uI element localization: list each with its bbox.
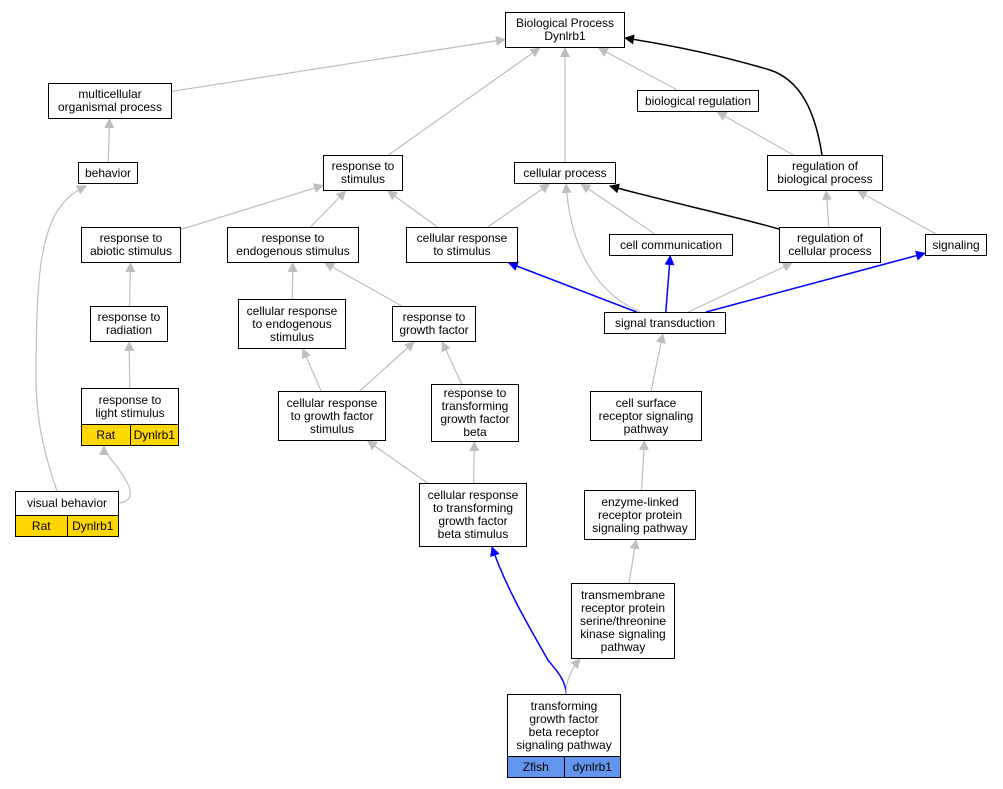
edge-reg_cell-to-reg_bio [821,190,832,228]
node-transmembrane[interactable]: transmembrane receptor protein serine/th… [571,583,675,659]
edge-tgf_pathway-to-cell_resp_tgf [490,546,567,695]
edge-bioreg-to-bp [597,47,678,91]
node-resp-endo[interactable]: response to endogenous stimulus [227,227,359,263]
edge-resp_stim-to-bp [388,47,541,156]
edge-cell_resp_tgf-to-resp_tgf [469,441,480,484]
edge-sig_trans-to-signaling [705,250,926,313]
edge-enzyme-to-cell_surface [638,440,649,491]
edge-cell_resp_gf-to-cell_resp_endo [301,348,322,392]
node-label: multicellular organismal process [57,87,163,114]
edge-reg_bio-to-bp [624,34,823,156]
node-label: transforming growth factor beta receptor… [516,698,612,752]
annotation-species: Zfish [508,757,564,777]
node-label: response to endogenous stimulus [236,231,350,258]
node-label: Biological Process Dynlrb1 [515,16,615,43]
node-cell-proc[interactable]: cellular process [514,162,616,184]
edge-reg_cell-to-cell_proc [609,183,780,230]
edge-resp_gf-to-resp_endo [324,262,403,307]
annotation-gene: Dynlrb1 [129,425,178,445]
edge-multicellular-to-bp [171,35,506,92]
node-bioreg[interactable]: biological regulation [637,90,759,112]
edge-resp_abiotic-to-resp_stim [180,183,324,231]
edge-cell_resp_stim-to-cell_proc [487,183,551,228]
node-behavior[interactable]: behavior [78,162,138,184]
node-label: regulation of biological process [777,159,873,186]
node-cell-resp-stim[interactable]: cellular response to stimulus [406,227,518,263]
edge-cell_resp_gf-to-resp_gf [359,341,415,392]
node-resp-abiotic[interactable]: response to abiotic stimulus [81,227,181,263]
node-label: signal transduction [614,315,716,330]
node-label: cellular response to stimulus [416,231,508,258]
node-label: response to growth factor [399,310,469,337]
node-label: response to radiation [97,310,161,337]
node-label: cellular response to endogenous stimulus [246,303,338,344]
node-resp-rad[interactable]: response to radiation [90,306,168,342]
node-label: signaling [932,237,980,252]
annotation-gene: Dynlrb1 [66,516,118,536]
annotation-species: Rat [82,425,130,445]
edge-sig_trans-to-cell_resp_stim [507,261,637,313]
node-enzyme[interactable]: enzyme-linked receptor protein signaling… [584,490,696,540]
node-label: behavior [84,165,132,180]
node-resp-stim[interactable]: response to stimulus [323,155,403,191]
node-label: cellular response to transforming growth… [427,488,519,541]
edge-signaling-to-reg_bio [856,190,937,235]
edge-visual-to-behavior [35,185,87,492]
node-resp-tgf[interactable]: response to transforming growth factor b… [431,384,519,442]
edge-resp_tgf-to-resp_gf [441,341,463,385]
node-label: cellular process [523,165,607,180]
annotation-species: Rat [16,516,67,536]
edge-cell_resp_stim-to-resp_stim [386,190,438,228]
node-label: enzyme-linked receptor protein signaling… [592,494,688,535]
annotation-gene: dynlrb1 [563,757,620,777]
node-cell-resp-endo[interactable]: cellular response to endogenous stimulus [238,299,346,349]
node-bp[interactable]: Biological Process Dynlrb1 [505,12,625,48]
node-tgf-pathway[interactable]: transforming growth factor beta receptor… [507,694,621,778]
edge-sig_trans-to-reg_cell [688,262,793,313]
node-label: response to transforming growth factor b… [440,386,510,439]
node-reg-bio[interactable]: regulation of biological process [767,155,883,191]
edge-transmembrane-to-enzyme [628,539,640,584]
edge-sig_trans-to-cell_proc [561,183,641,313]
edge-reg_bio-to-bioreg [716,111,794,156]
edge-cell_comm-to-cell_proc [580,183,656,235]
node-label: response to stimulus [331,159,395,186]
edge-behavior-to-multicellular [104,118,115,163]
node-label: visual behavior [26,496,108,510]
node-cell-surface[interactable]: cell surface receptor signaling pathway [590,391,702,441]
edge-cell_resp_endo-to-resp_endo [287,262,298,300]
node-cell-comm[interactable]: cell communication [609,234,733,256]
edge-resp_light-to-resp_rad [124,341,135,389]
node-cell-resp-gf[interactable]: cellular response to growth factor stimu… [278,391,386,441]
node-signaling[interactable]: signaling [925,234,987,256]
edge-resp_rad-to-resp_abiotic [125,262,136,307]
node-label: response to light stimulus [95,392,165,420]
edge-sig_trans-to-cell_comm [664,255,675,313]
node-label: regulation of cellular process [788,231,872,258]
node-label: cellular response to growth factor stimu… [286,395,378,436]
node-multicellular[interactable]: multicellular organismal process [48,83,172,119]
node-label: cell communication [619,237,723,252]
node-resp-gf[interactable]: response to growth factor [392,306,476,342]
edge-resp_endo-to-resp_stim [310,190,347,228]
node-label: cell surface receptor signaling pathway [598,395,694,436]
node-label: transmembrane receptor protein serine/th… [579,587,667,654]
edge-visual-to-resp_light [99,445,131,504]
node-label: biological regulation [644,93,752,108]
edge-cell_surface-to-sig_trans [650,333,666,392]
node-cell-resp-tgf[interactable]: cellular response to transforming growth… [419,483,527,547]
node-label: response to abiotic stimulus [89,231,173,258]
edge-cell_resp_tgf-to-cell_resp_gf [366,440,428,484]
edge-tgf_pathway-to-transmembrane [565,658,581,695]
node-reg-cell[interactable]: regulation of cellular process [779,227,881,263]
node-sig-trans[interactable]: signal transduction [604,312,726,334]
